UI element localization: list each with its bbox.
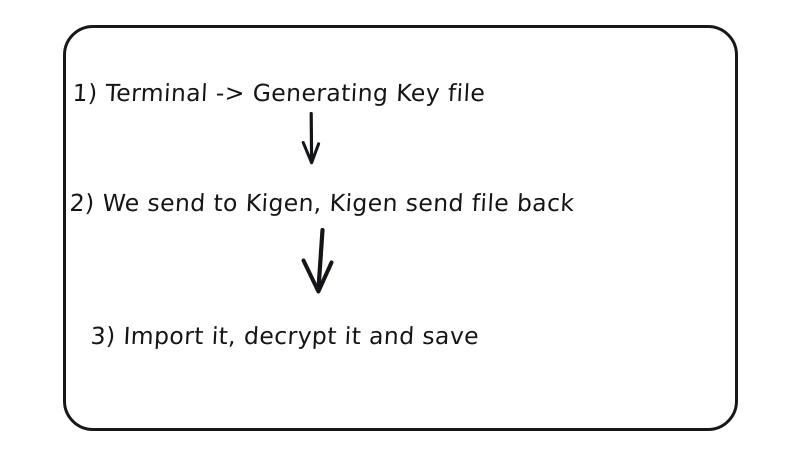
down-arrow-1-glyph xyxy=(301,111,321,165)
step-2-text: 2) We send to Kigen, Kigen send file bac… xyxy=(68,189,576,217)
step-1-text: 1) Terminal -> Generating Key file xyxy=(71,79,487,107)
step-3-text: 3) Import it, decrypt it and save xyxy=(89,322,480,350)
down-arrow-1 xyxy=(288,111,338,170)
down-arrow-2-glyph xyxy=(301,227,334,294)
rounded-rectangle-border xyxy=(63,25,738,431)
down-arrow-2 xyxy=(288,227,348,300)
